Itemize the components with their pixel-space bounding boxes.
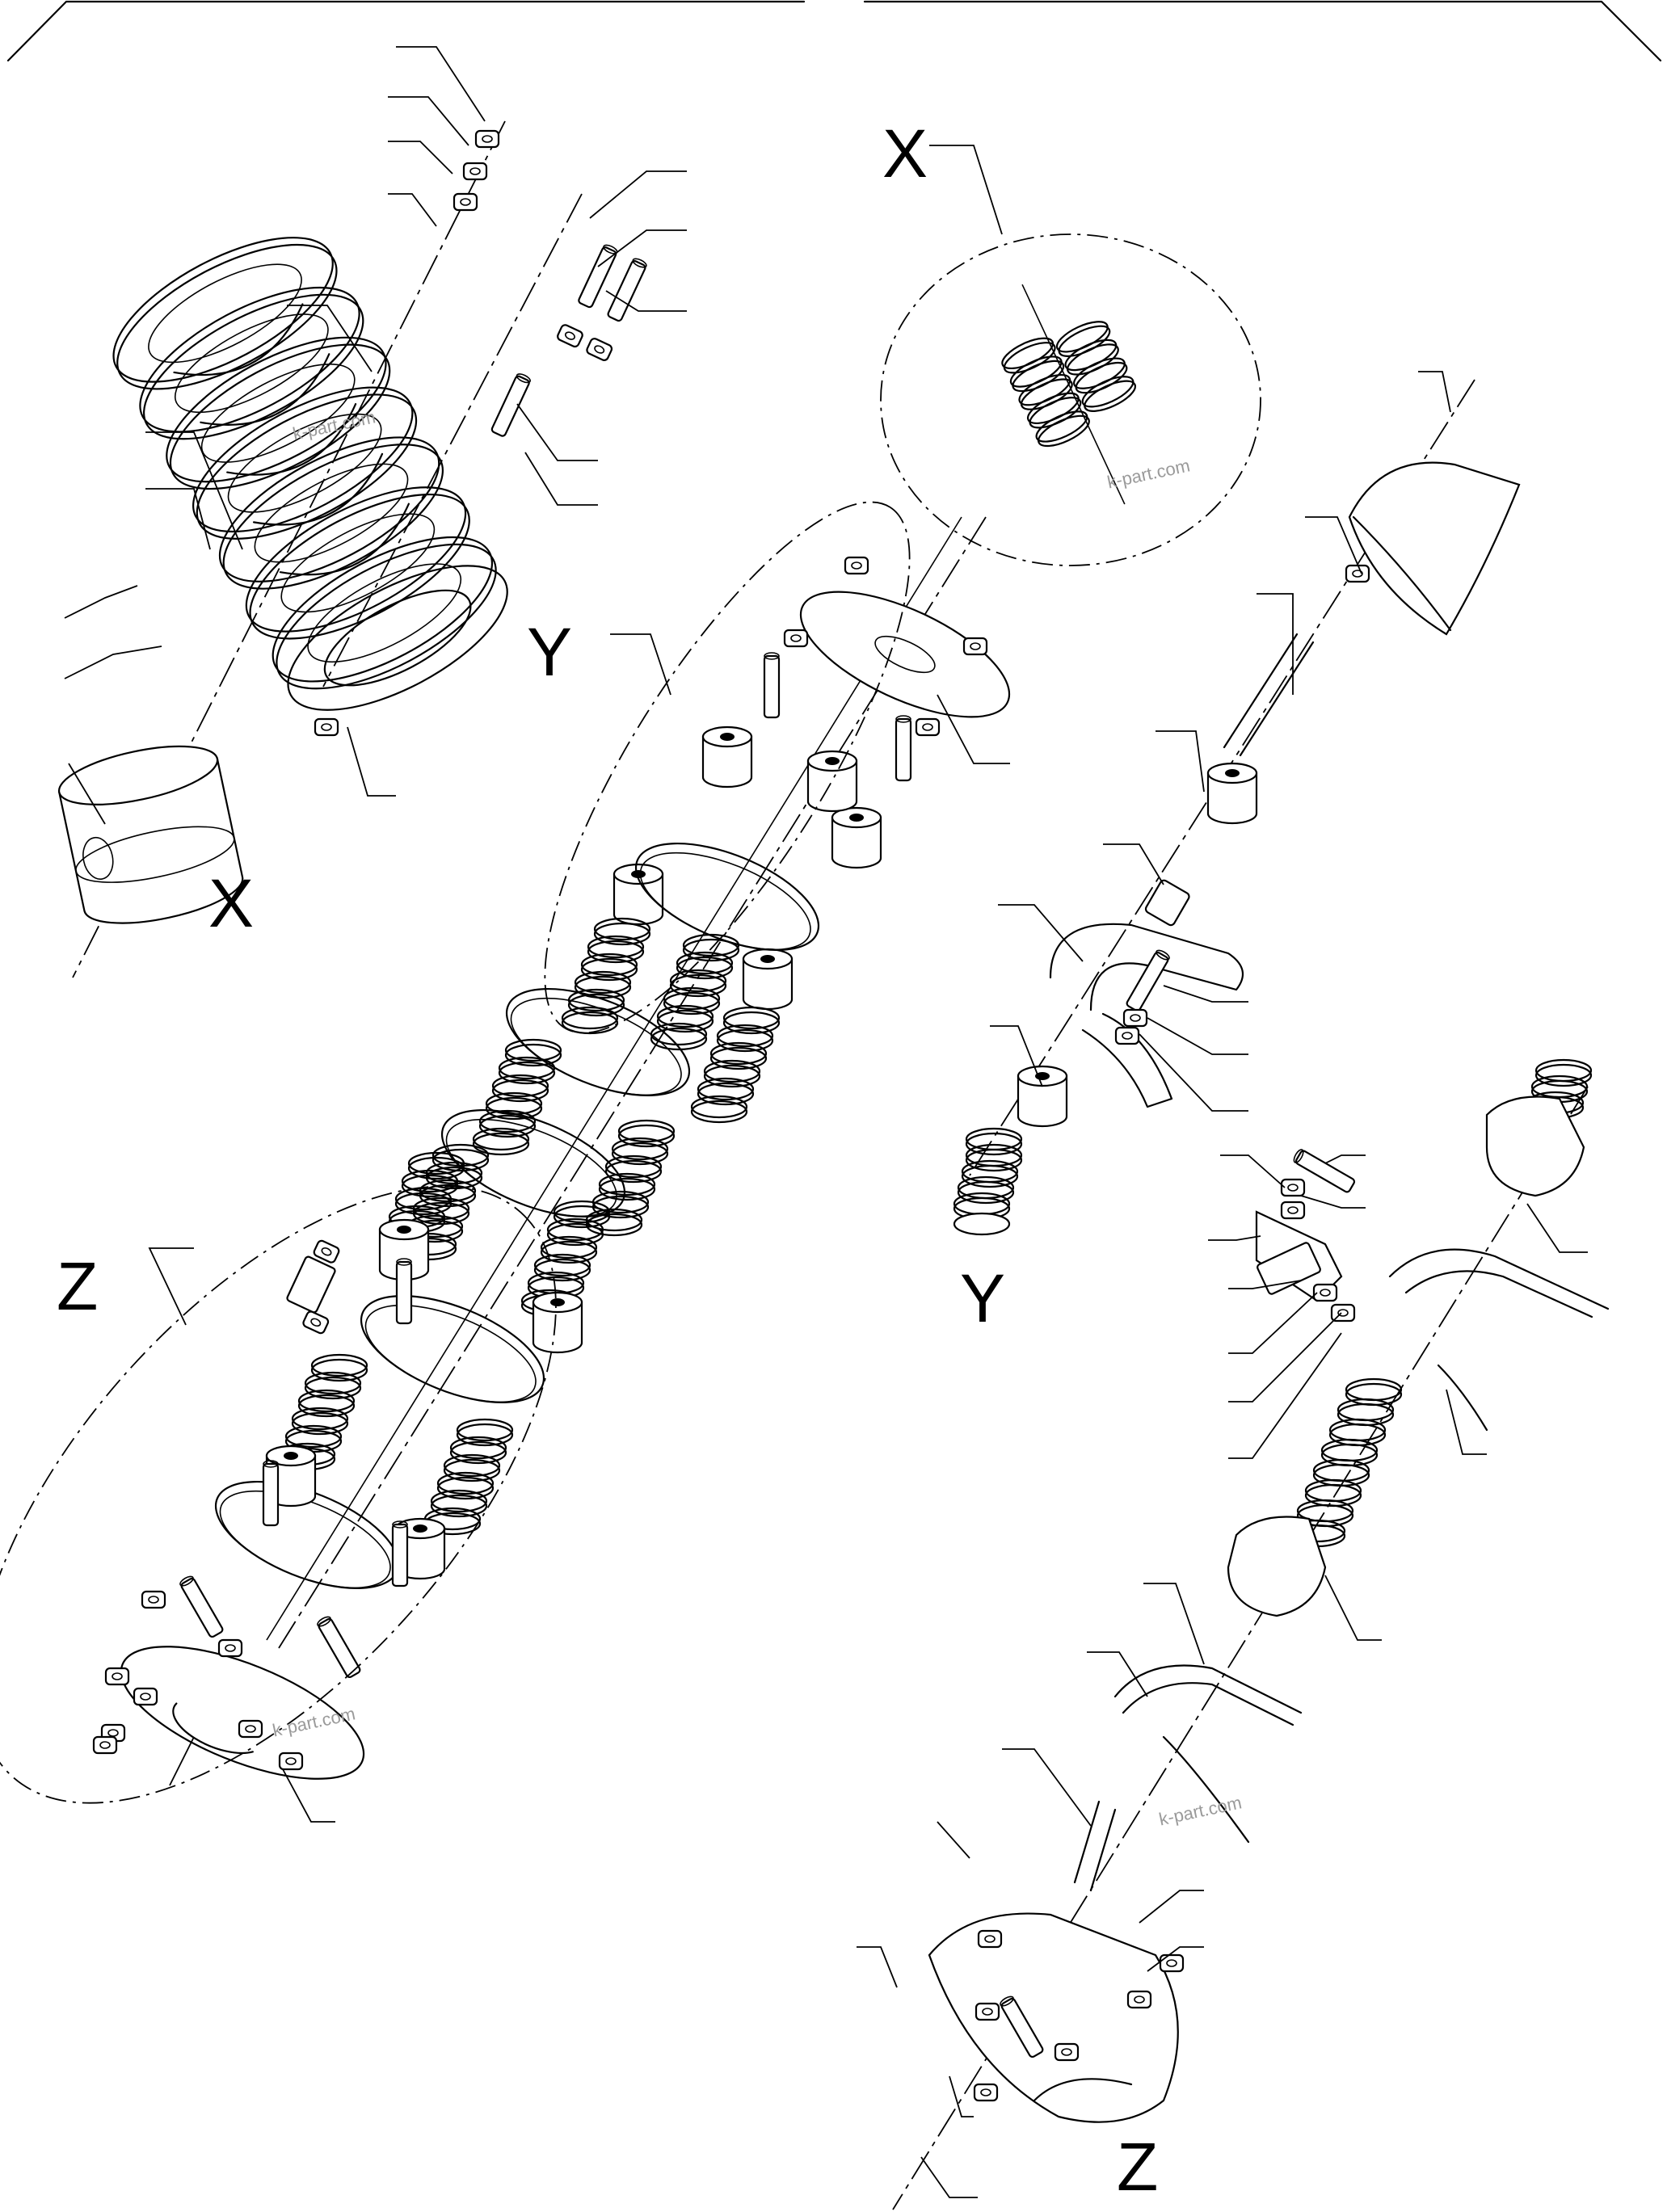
frame-border-left bbox=[6, 0, 806, 62]
coil-spring-icon bbox=[423, 1418, 514, 1536]
detail-x-content bbox=[997, 284, 1140, 505]
callout-z-left: Z bbox=[57, 1248, 99, 1324]
detail-outline-z bbox=[0, 1185, 557, 1804]
callout-y-center: Y bbox=[527, 614, 573, 690]
coil-spring-icon bbox=[561, 917, 651, 1035]
frame-border-right bbox=[863, 0, 1662, 62]
coil-spring-icon bbox=[953, 1127, 1023, 1236]
callout-x-top: X bbox=[882, 116, 928, 191]
leader-lines bbox=[64, 46, 1588, 2198]
detail-outline-y bbox=[544, 501, 911, 1034]
detail-x-exploded bbox=[953, 379, 1521, 1236]
coil-spring-icon bbox=[585, 1119, 676, 1237]
callout-x-left: X bbox=[208, 865, 255, 941]
callout-y-right: Y bbox=[960, 1260, 1006, 1336]
assembly-x-exploded bbox=[57, 120, 649, 978]
coil-spring-icon bbox=[472, 1038, 562, 1156]
callout-z-bottom: Z bbox=[1117, 2129, 1159, 2205]
central-assembly-exploded bbox=[92, 516, 1011, 1780]
detail-circle-x bbox=[880, 233, 1261, 566]
detail-z-exploded bbox=[892, 1058, 1610, 2210]
